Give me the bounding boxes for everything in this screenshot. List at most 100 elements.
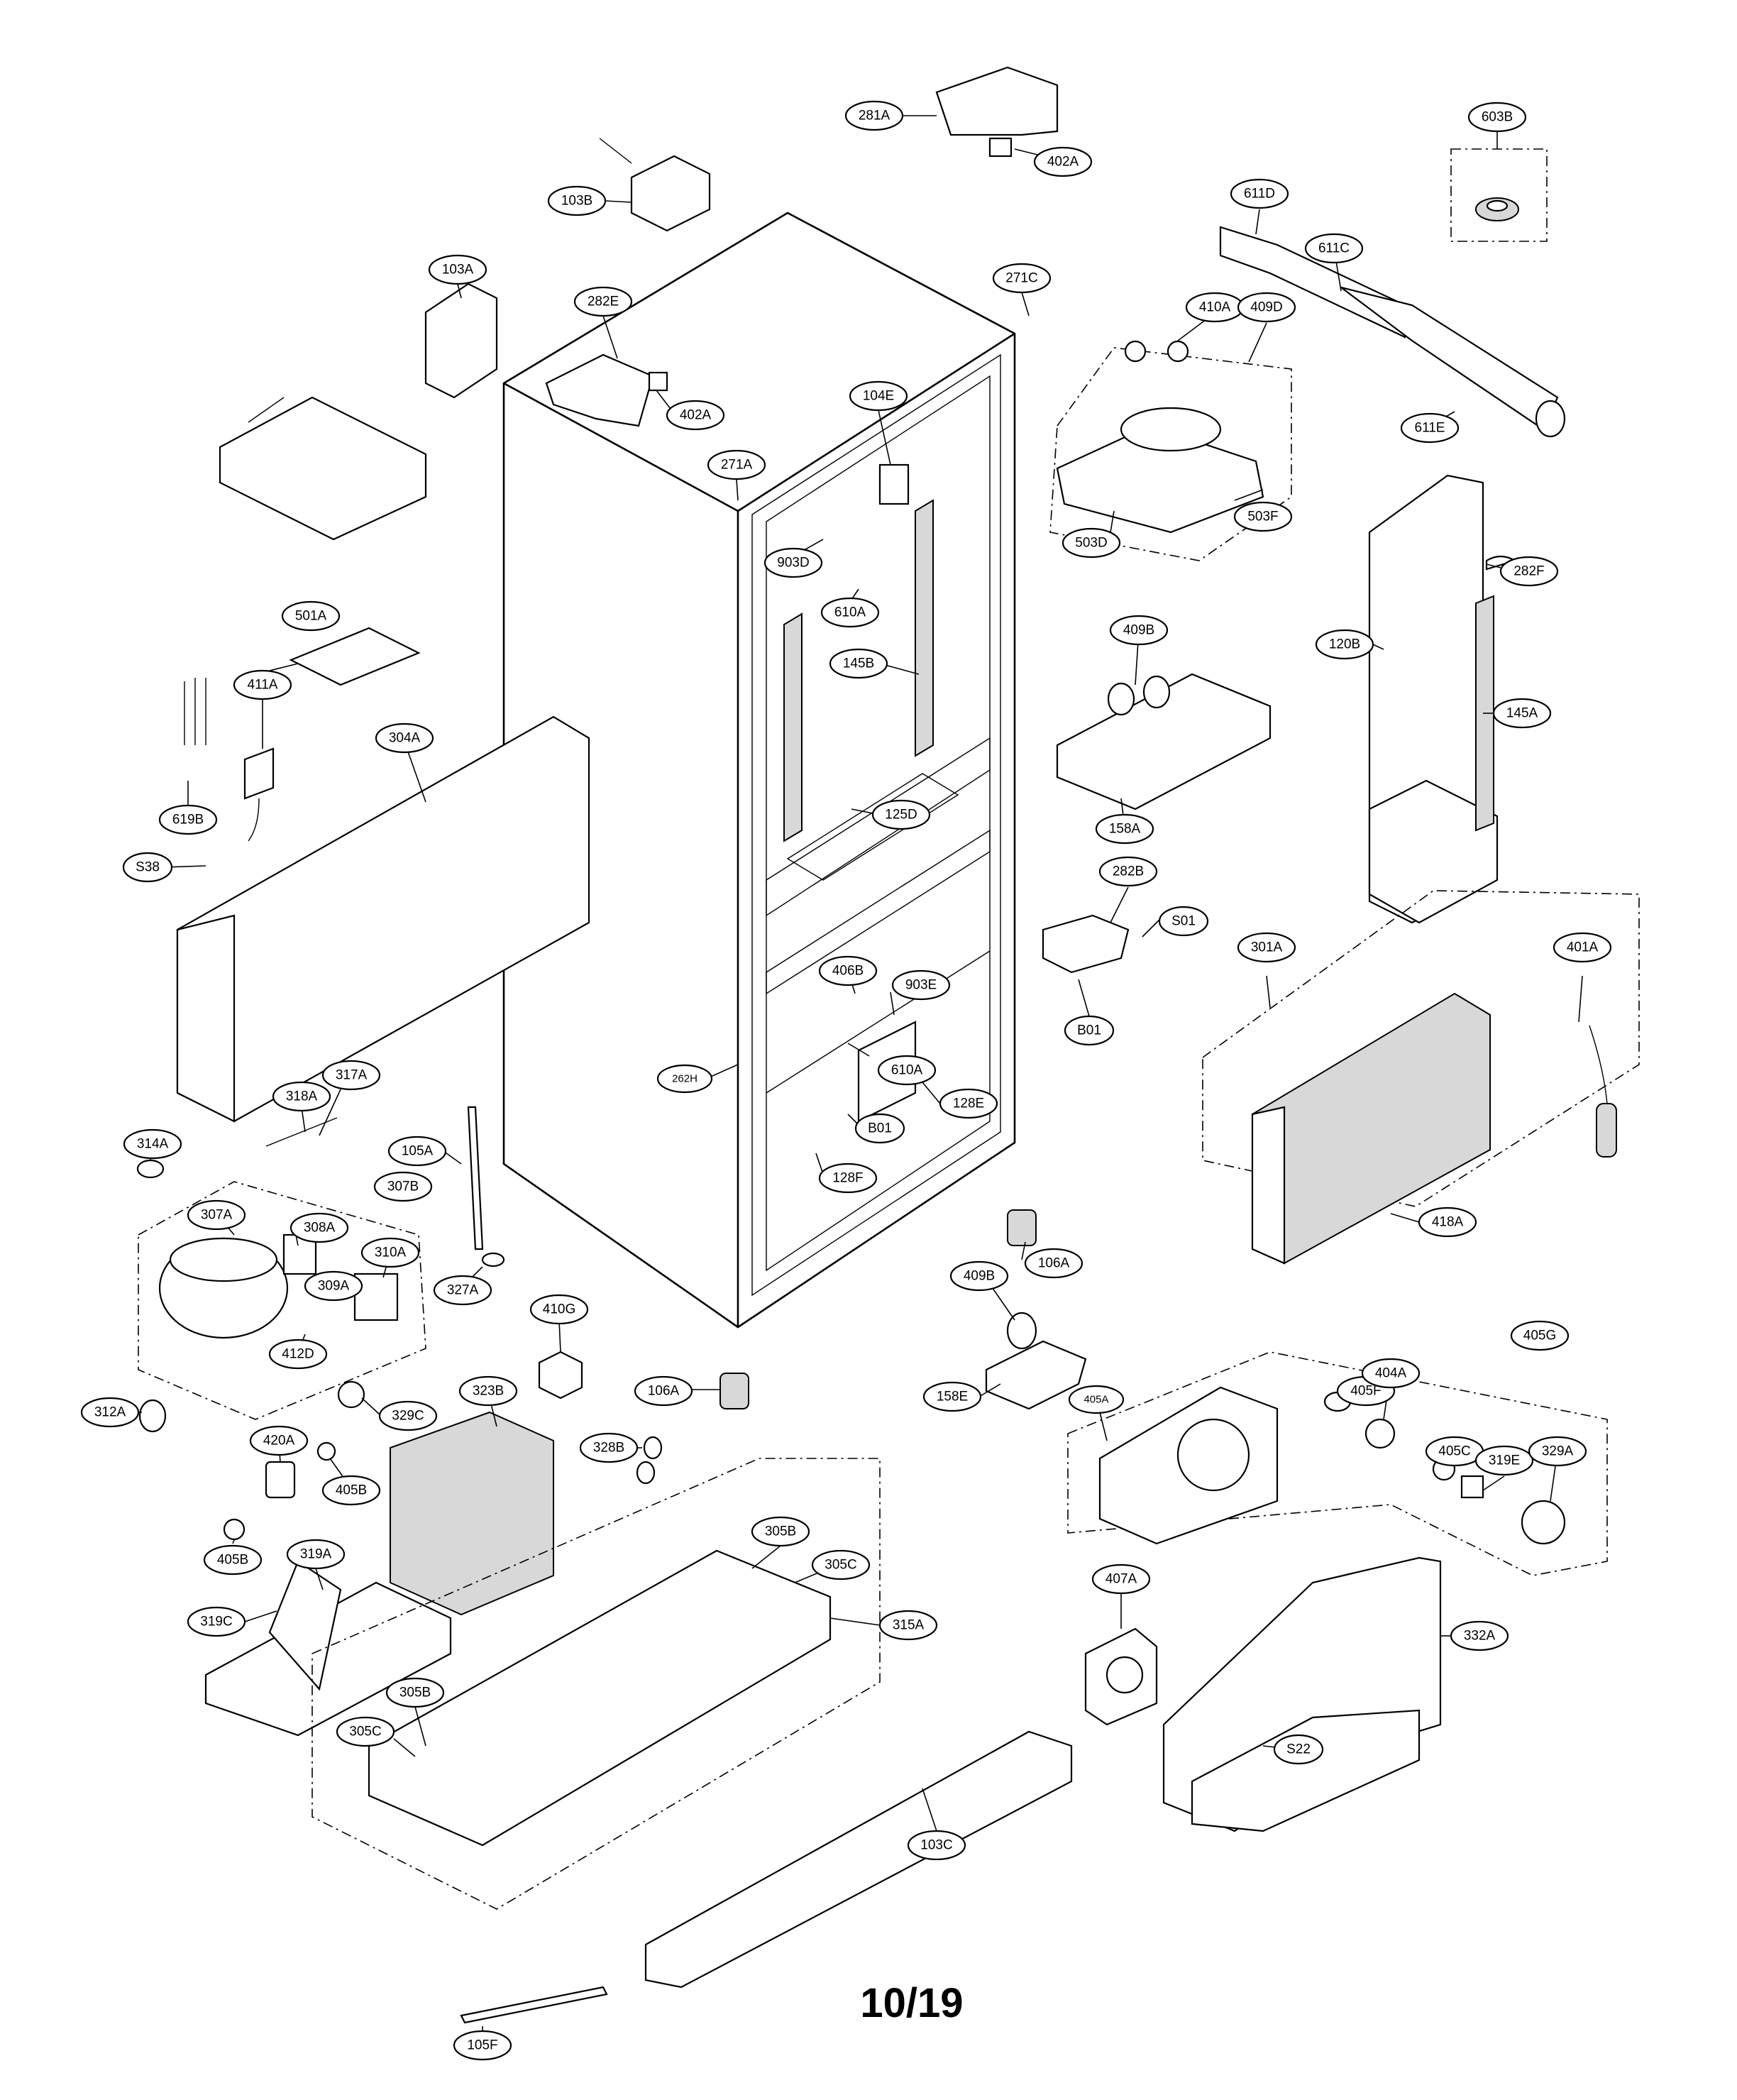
part-label-S01: S01 (1158, 906, 1209, 937)
part-number-text: 611C (1318, 241, 1350, 256)
back-cover-304A (176, 715, 590, 1123)
part-label-319C: 319C (187, 1606, 246, 1637)
part-number-text: 405G (1523, 1329, 1556, 1343)
part-number-text: 158E (937, 1390, 968, 1404)
part-label-405B-a: 405B (321, 1475, 381, 1506)
part-label-315A: 315A (878, 1610, 938, 1641)
part-label-103C: 103C (907, 1830, 966, 1861)
part-label-305C-top: 305C (811, 1549, 871, 1581)
part-label-611D: 611D (1230, 178, 1289, 209)
part-label-307B: 307B (373, 1171, 433, 1202)
part-label-301A: 301A (1237, 932, 1296, 963)
compressor-assembly-307B (136, 1117, 426, 1433)
hinge-cover-103B (599, 138, 711, 232)
part-label-619B: 619B (158, 804, 218, 835)
part-label-314A: 314A (123, 1128, 182, 1160)
part-number-text: 405B (336, 1483, 367, 1498)
part-number-text: 305B (765, 1524, 796, 1539)
hinge-282B (1042, 914, 1130, 974)
part-label-145A: 145A (1492, 698, 1552, 729)
part-number-text: 420A (263, 1434, 295, 1448)
part-label-406B: 406B (818, 955, 878, 986)
fan-shroud-332A (1162, 1556, 1442, 1832)
part-number-text: 332A (1464, 1629, 1496, 1644)
part-label-405G: 405G (1510, 1320, 1570, 1351)
part-number-text: 903D (777, 556, 809, 571)
hinge-282E (545, 353, 668, 427)
part-number-text: 305B (399, 1686, 431, 1700)
part-label-402A-mid: 402A (666, 400, 725, 431)
top-cover-plate (219, 396, 427, 541)
part-label-106A-mid: 106A (634, 1375, 693, 1407)
part-label-317A: 317A (321, 1060, 381, 1091)
part-label-903D: 903D (763, 547, 823, 578)
part-number-text: 281A (859, 109, 890, 123)
leveling-legs-106A (719, 1209, 1037, 1409)
part-number-text: 308A (304, 1221, 336, 1236)
part-number-text: 319E (1489, 1453, 1520, 1468)
part-number-text: 503F (1247, 510, 1278, 524)
part-label-B01-right: B01 (1064, 1015, 1115, 1046)
condenser-323B (390, 1411, 554, 1616)
part-number-text: 158A (1109, 822, 1141, 837)
part-label-401A: 401A (1553, 932, 1612, 963)
part-number-text: 312A (94, 1405, 126, 1420)
power-cord-411A (243, 747, 275, 842)
part-label-106A-right: 106A (1024, 1248, 1083, 1279)
part-label-105F: 105F (453, 2030, 512, 2061)
part-label-271C: 271C (992, 263, 1052, 294)
part-label-329A: 329A (1528, 1436, 1587, 1467)
part-number-text: 282F (1513, 564, 1544, 579)
hinge-281A (935, 66, 1059, 158)
part-number-text: 271A (721, 458, 753, 473)
part-number-text: 401A (1567, 940, 1599, 955)
part-label-262H: 262H (656, 1064, 713, 1094)
part-label-318A: 318A (272, 1081, 331, 1112)
part-number-text: 128F (832, 1171, 863, 1186)
part-label-903E: 903E (891, 969, 951, 1001)
page-number: 10/19 (860, 1980, 963, 2026)
part-label-308A: 308A (290, 1212, 349, 1243)
part-label-610A-top: 610A (820, 597, 880, 628)
part-label-405C: 405C (1425, 1436, 1484, 1467)
part-number-text: 315A (893, 1618, 925, 1633)
part-number-text: 120B (1329, 637, 1360, 652)
part-label-410A: 410A (1185, 292, 1245, 323)
part-label-271A: 271A (707, 449, 766, 480)
part-label-420A: 420A (249, 1425, 309, 1456)
part-label-328B: 328B (579, 1432, 639, 1463)
part-label-405B-b: 405B (203, 1544, 263, 1576)
drain-hose-105A (467, 1106, 505, 1268)
part-number-text: 407A (1105, 1572, 1137, 1587)
part-label-409D: 409D (1237, 292, 1296, 323)
part-number-text: 410A (1199, 300, 1231, 315)
part-label-158E: 158E (922, 1381, 982, 1412)
part-number-text: 611D (1244, 187, 1275, 202)
part-label-103B: 103B (547, 185, 607, 216)
part-label-503D: 503D (1062, 527, 1121, 559)
evaporator-301A (1202, 890, 1640, 1265)
part-label-503F: 503F (1233, 501, 1293, 532)
part-number-text: 319C (200, 1615, 232, 1629)
part-number-text: S22 (1286, 1742, 1311, 1757)
part-number-text: 329C (392, 1409, 424, 1424)
fan-assembly-405G (1067, 1351, 1608, 1576)
part-number-text: 310A (375, 1246, 407, 1260)
part-number-text: 410G (543, 1302, 575, 1317)
sensor-401A (1589, 1025, 1617, 1158)
part-number-text: S38 (136, 860, 160, 875)
part-label-501A: 501A (281, 600, 341, 632)
part-number-text: B01 (1077, 1023, 1101, 1038)
capacitor-410G (538, 1351, 583, 1400)
part-number-text: 503D (1075, 536, 1107, 551)
part-label-323B: 323B (458, 1375, 518, 1407)
part-label-411A: 411A (233, 669, 292, 700)
part-number-text: 128E (953, 1096, 984, 1111)
part-number-text: 619B (172, 813, 204, 828)
part-label-407A: 407A (1091, 1563, 1151, 1595)
part-label-409B-top: 409B (1109, 615, 1169, 646)
part-label-329C: 329C (378, 1400, 438, 1431)
part-number-text: 304A (389, 731, 421, 746)
part-number-text: 328B (593, 1441, 624, 1456)
lamp-socket-158E (985, 1312, 1087, 1410)
